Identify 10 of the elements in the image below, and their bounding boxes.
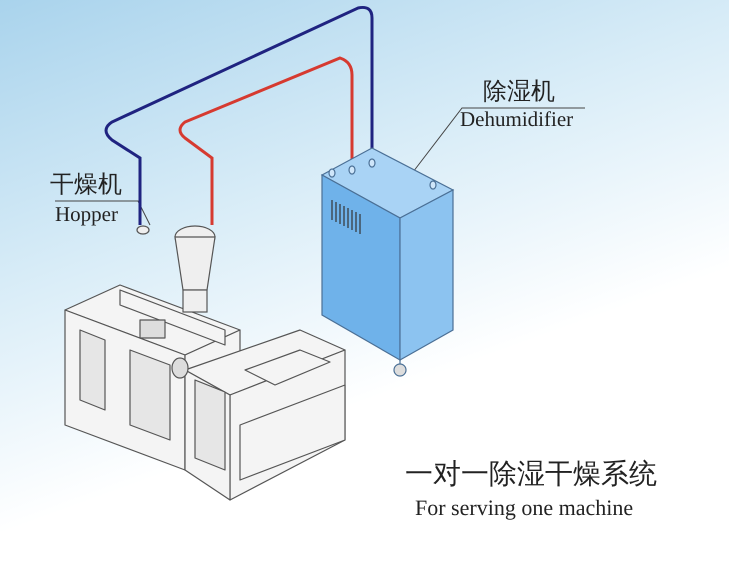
leader-line [54, 200, 150, 226]
callout-label: 除湿机 [483, 76, 555, 107]
caption-text: 一对一除湿干燥系统 [405, 456, 657, 492]
pipe [178, 56, 354, 225]
callout-label: Dehumidifier [460, 107, 574, 132]
caption-text: For serving one machine [415, 495, 634, 521]
callout-label: 干燥机 [50, 169, 122, 200]
pipe [104, 6, 374, 225]
callout-label: Hopper [55, 202, 118, 227]
leader-line [412, 108, 586, 172]
